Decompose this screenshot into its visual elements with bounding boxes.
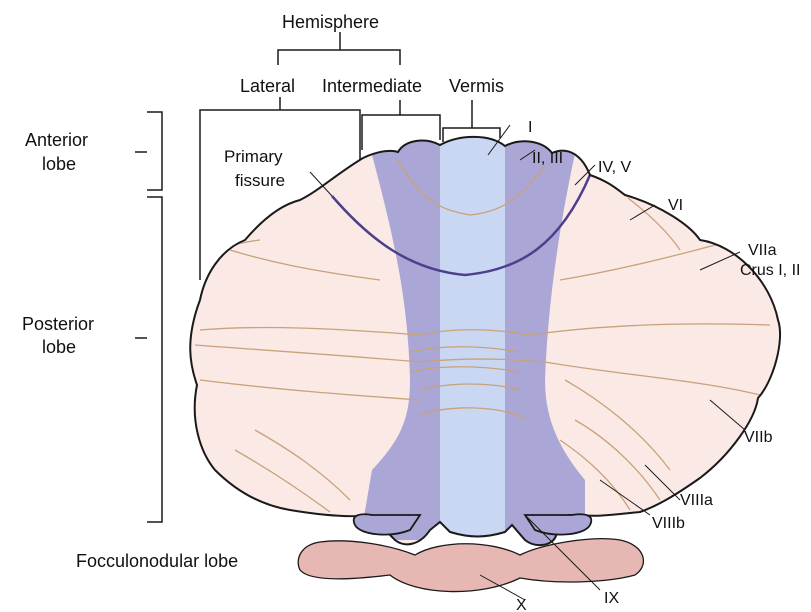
anterior-lobe-label-line2: lobe xyxy=(42,154,76,174)
lobule-IX-label: IX xyxy=(604,590,619,607)
hemisphere-bracket xyxy=(278,50,400,65)
flocculonodular-lobe xyxy=(298,539,643,592)
vermis-label: Vermis xyxy=(449,76,504,96)
anterior-lobe-bracket xyxy=(147,112,162,190)
vermis-zone xyxy=(440,135,505,545)
anterior-lobe-label-line1: Anterior xyxy=(25,130,88,150)
lobule-VIIIb-label: VIIIb xyxy=(652,515,685,532)
hemisphere-label: Hemisphere xyxy=(282,12,379,32)
posterior-lobe-bracket xyxy=(147,197,162,522)
lobule-VIIa-label: VIIa xyxy=(748,242,777,259)
posterior-lobe-label-line2: lobe xyxy=(42,337,76,357)
lobule-I-label: I xyxy=(528,119,532,136)
lobule-X-label: X xyxy=(516,597,527,612)
crus-label: Crus I, II xyxy=(740,262,800,279)
posterior-lobe-label-line1: Posterior xyxy=(22,314,94,334)
primary-fissure-label-line1: Primary xyxy=(224,147,283,166)
lobule-VI-label: VI xyxy=(668,197,683,214)
lobule-IV-V-label: IV, V xyxy=(598,159,632,176)
intermediate-label: Intermediate xyxy=(322,76,422,96)
lobule-VIIIa-label: VIIIa xyxy=(680,492,713,509)
flocculonodular-lobe-label: Focculonodular lobe xyxy=(76,551,238,571)
lateral-label: Lateral xyxy=(240,76,295,96)
lobule-VIIb-label: VIIb xyxy=(744,429,773,446)
primary-fissure-label-line2: fissure xyxy=(235,171,285,190)
lobule-II-III-label: II, III xyxy=(532,150,563,167)
